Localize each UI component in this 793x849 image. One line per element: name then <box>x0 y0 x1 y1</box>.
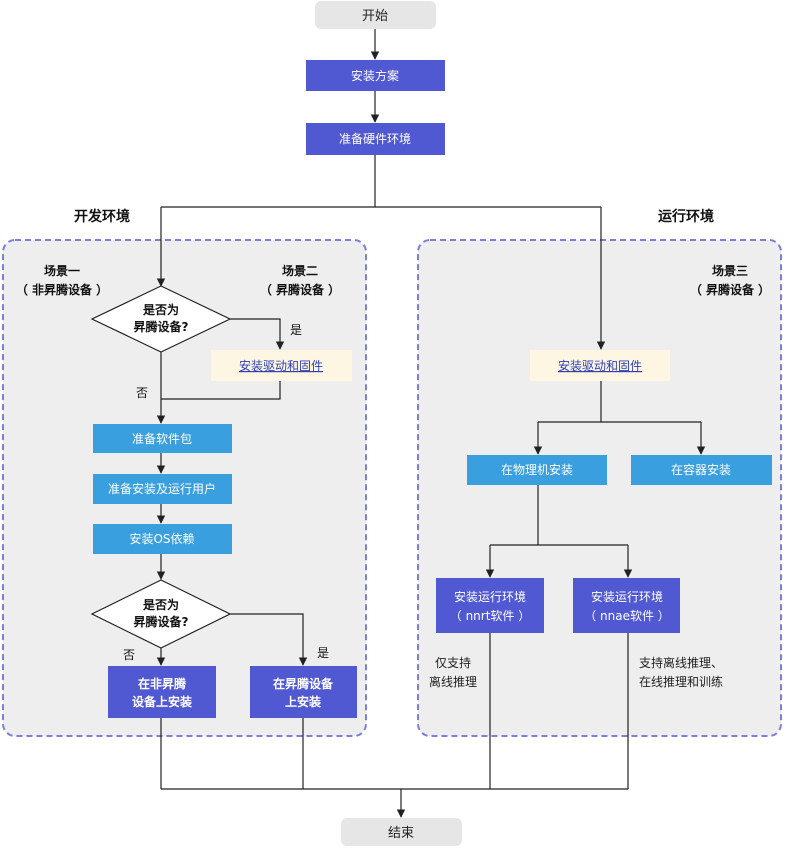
prepare-package-box <box>93 424 232 453</box>
install-os-deps-box <box>93 524 232 554</box>
scene1-line2: （ 非昇腾设备 ） <box>16 282 108 297</box>
nnae-line2: （ nnae软件 ） <box>584 609 670 623</box>
scene3-line1: 场景三 <box>712 264 748 278</box>
prepare-hardware-label: 准备硬件环境 <box>339 131 411 146</box>
end-terminal <box>341 818 462 846</box>
nnrt-line1: 安装运行环境 <box>454 589 526 604</box>
nnae-note-line1: 支持离线推理、 <box>639 655 723 670</box>
scene2-line1: 场景二 <box>282 264 318 278</box>
install-physical-label: 在物理机安装 <box>501 462 573 477</box>
install-container-box <box>631 455 772 485</box>
decision1-line2: 昇腾设备? <box>134 319 189 334</box>
prepare-hardware-box <box>306 123 445 155</box>
dev-install-driver-box[interactable] <box>211 350 352 381</box>
decision1-line1: 是否为 <box>142 302 179 317</box>
nnae-note-line2: 在线推理和训练 <box>639 674 723 689</box>
nnrt-note-line2: 离线推理 <box>429 674 477 689</box>
prepare-user-label: 准备安装及运行用户 <box>108 481 216 496</box>
nnae-box <box>573 578 680 633</box>
prepare-package-label: 准备软件包 <box>132 432 192 446</box>
nnrt-note-line1: 仅支持 <box>435 655 471 670</box>
decision2-diamond <box>90 579 232 649</box>
connectors <box>156 29 706 818</box>
scene1-line1: 场景一 <box>44 264 80 278</box>
decision2-line2: 昇腾设备? <box>134 614 189 629</box>
decision1-diamond <box>90 285 232 353</box>
dev-env-title: 开发环境 <box>74 208 130 225</box>
install-ascend-line2: 上安装 <box>285 694 321 709</box>
dev-install-driver-link[interactable]: 安装驱动和固件 <box>239 358 323 373</box>
nnrt-box <box>436 578 544 633</box>
run-install-driver-box[interactable] <box>530 350 670 381</box>
run-env-title: 运行环境 <box>658 208 714 225</box>
end-label: 结束 <box>388 826 414 841</box>
start-terminal <box>315 1 436 29</box>
install-ascend-box <box>250 666 357 718</box>
run-env-group <box>417 239 782 737</box>
decision2-line1: 是否为 <box>142 597 179 612</box>
start-label: 开始 <box>362 9 388 24</box>
nnae-line1: 安装运行环境 <box>591 589 663 604</box>
install-os-deps-label: 安装OS依赖 <box>129 531 194 546</box>
install-non-ascend-line1: 在非昇腾 <box>138 676 187 691</box>
decision2-yes: 是 <box>317 646 329 660</box>
decision1-no: 否 <box>136 386 148 400</box>
prepare-user-box <box>93 474 232 504</box>
scene3-line2: （ 昇腾设备 ） <box>690 282 770 297</box>
install-physical-box <box>467 455 607 485</box>
nnrt-line2: （ nnrt软件 ） <box>450 609 530 623</box>
decision1-yes: 是 <box>290 323 302 337</box>
install-plan-label: 安装方案 <box>351 68 399 83</box>
install-plan-box <box>306 60 445 91</box>
install-non-ascend-line2: 设备上安装 <box>132 694 192 709</box>
install-container-label: 在容器安装 <box>671 462 731 477</box>
decision2-no: 否 <box>123 648 135 662</box>
scene2-line2: （ 昇腾设备 ） <box>260 282 340 297</box>
install-non-ascend-box <box>108 666 216 718</box>
run-install-driver-link[interactable]: 安装驱动和固件 <box>558 358 642 373</box>
install-ascend-line1: 在昇腾设备 <box>273 676 334 691</box>
